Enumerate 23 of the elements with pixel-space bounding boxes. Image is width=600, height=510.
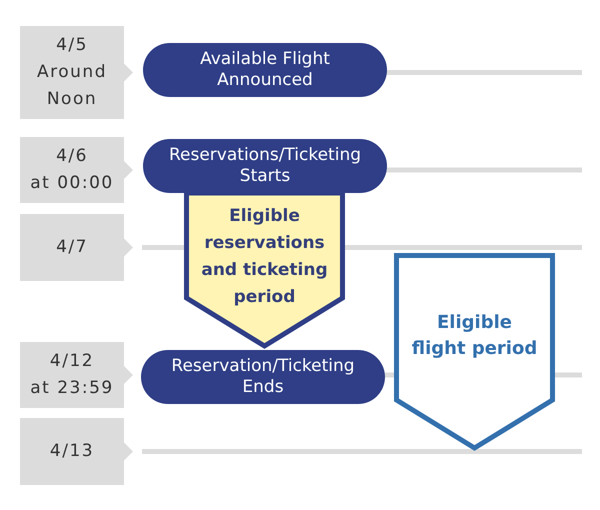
milestone-pill <box>143 43 387 97</box>
date-callout <box>20 214 133 281</box>
time-text: at 23:59 <box>29 377 115 400</box>
date-text: 4/13 <box>48 440 96 463</box>
milestone-pill <box>143 139 387 193</box>
date-text: 4/6 <box>55 145 89 168</box>
date-text: 4/7 <box>55 236 89 259</box>
time-text: Around Noon <box>36 61 108 111</box>
milestone-label: Reservations/Ticketing Starts <box>168 145 362 187</box>
date-callout <box>20 26 133 119</box>
period-label: Eligible flight period <box>410 311 538 361</box>
arrow-label: Eligible reservations and ticketing period <box>200 205 329 309</box>
date-text: 4/12 <box>48 350 96 373</box>
block-arrow <box>184 190 345 349</box>
milestone-pill <box>141 350 385 404</box>
date-callout <box>20 137 133 203</box>
date-callout <box>20 418 133 485</box>
date-text: 4/5 <box>55 34 89 57</box>
milestone-label: Available Flight Announced <box>199 49 331 91</box>
milestone-label: Reservation/Ticketing Ends <box>170 356 356 398</box>
period-arrow <box>394 253 555 451</box>
time-text: at 00:00 <box>29 172 115 195</box>
date-callout <box>20 342 133 408</box>
